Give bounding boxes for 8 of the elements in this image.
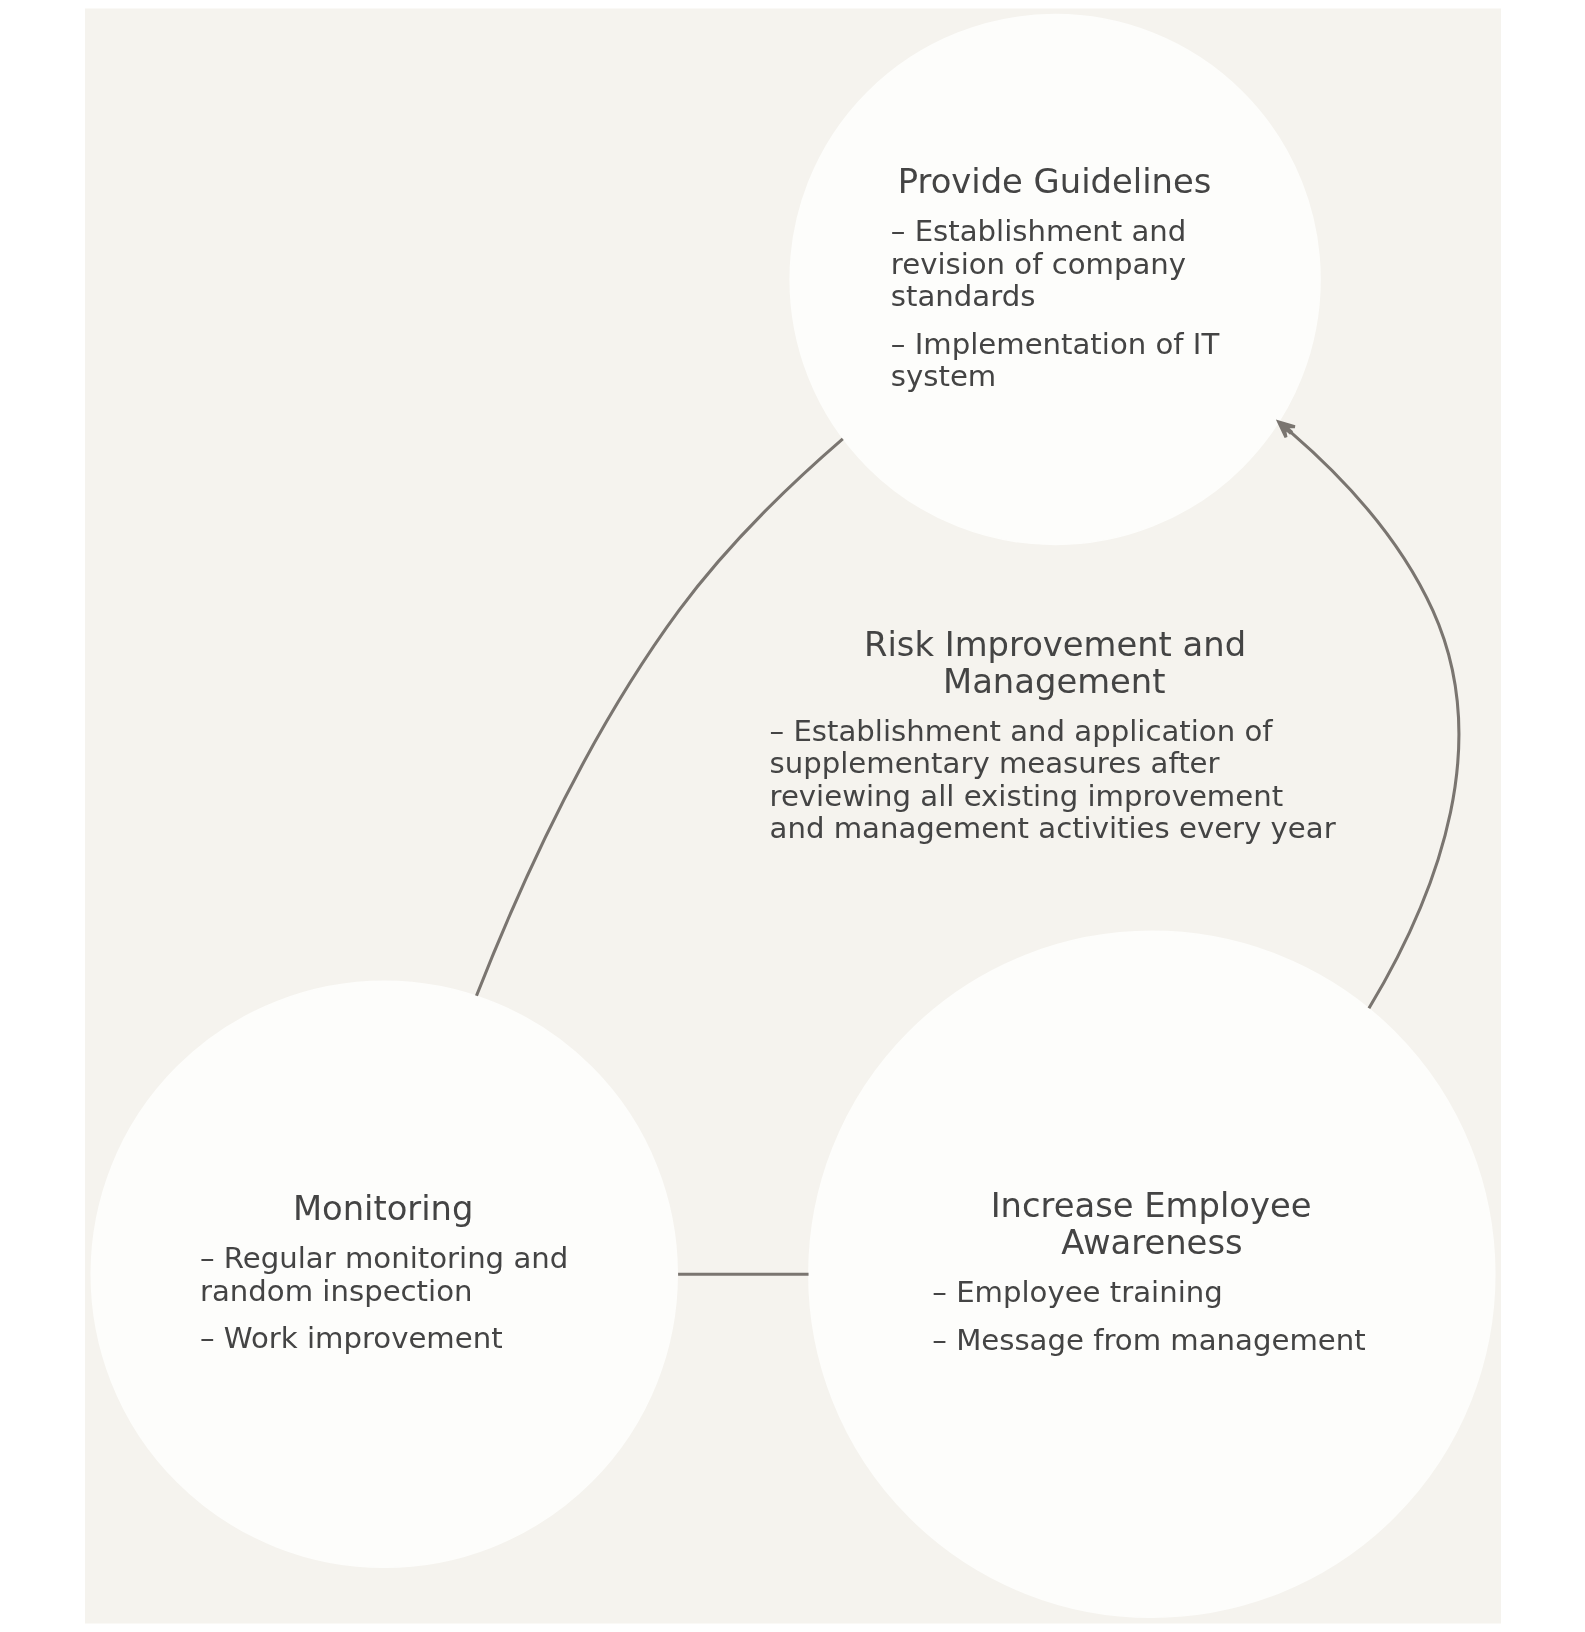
node-circle: Provide Guidelines – Establishment and revision of company standards – Implementation of IT system (788, 13, 1321, 546)
arrow (1276, 420, 1460, 1010)
connector (474, 437, 844, 997)
label: Risk Improvement and Management (863, 624, 1246, 701)
node-circle: Increase Employee Awareness – Employee training – Message from management (807, 930, 1496, 1618)
connector (677, 1272, 809, 1276)
label: – Establishment and application of supplementary measures after reviewing all existing improvement and management activities every year (769, 714, 1336, 845)
node-circle: Monitoring – Regular monitoring and random inspection – Work improvement (90, 980, 678, 1569)
